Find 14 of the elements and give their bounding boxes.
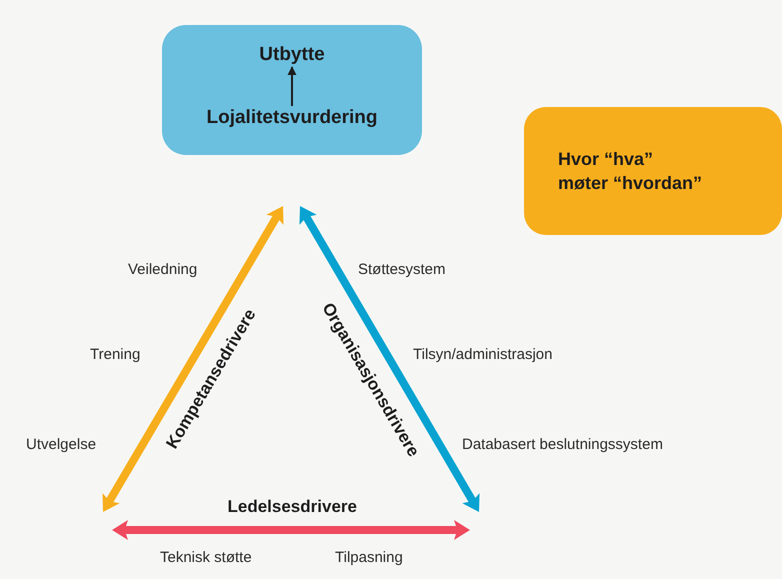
driver-label: Ledelsesdrivere xyxy=(228,498,357,516)
arrow xyxy=(288,66,296,106)
step-label: Tilpasning xyxy=(335,549,403,567)
step-label: Støttesystem xyxy=(358,261,446,279)
step-label: Trening xyxy=(90,346,140,364)
step-label: Utvelgelse xyxy=(26,436,96,454)
outcome-text: Utbytte xyxy=(242,43,342,67)
outcome-text: Lojalitetsvurdering xyxy=(172,106,412,130)
outcome-box xyxy=(162,25,422,155)
step-label: Teknisk støtte xyxy=(160,549,252,567)
step-label: Veiledning xyxy=(128,261,198,279)
step-label: Databasert beslutningssystem xyxy=(462,436,663,454)
summary-text: Hvor “hva” møter “hvordan” xyxy=(558,148,704,195)
summary-box xyxy=(524,107,782,235)
